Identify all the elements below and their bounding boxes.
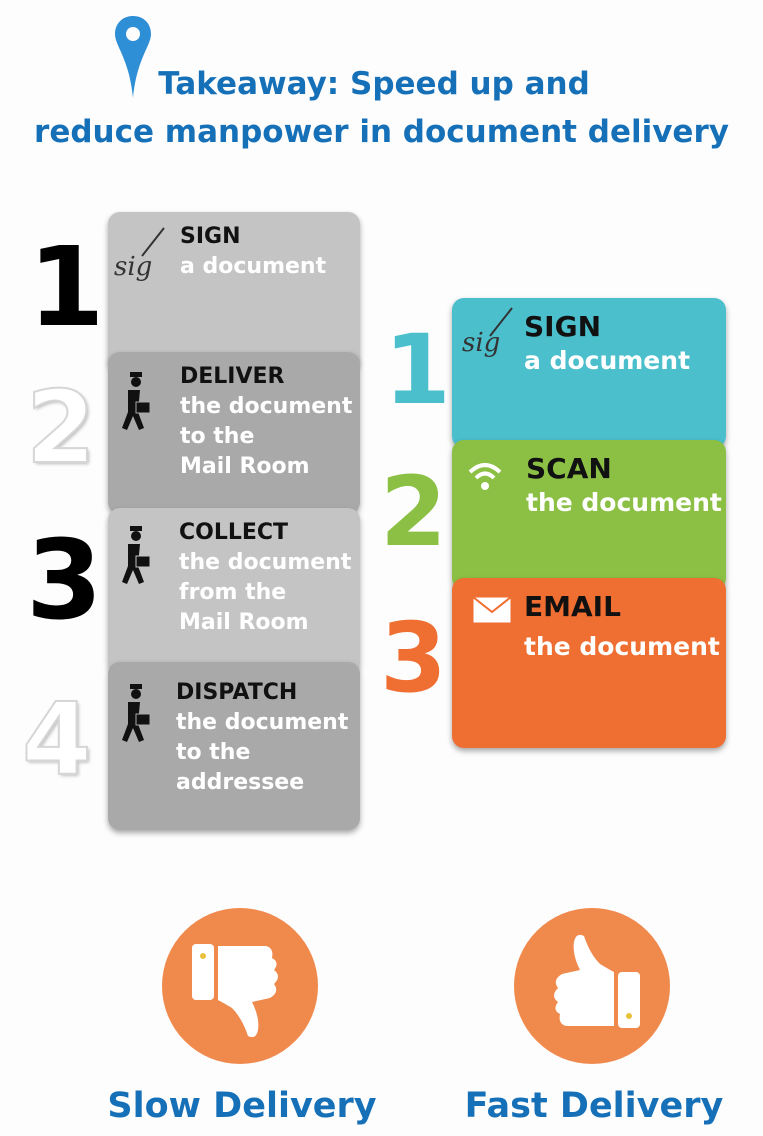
slow-step-sub: a document (180, 254, 327, 279)
thumbs-up-badge (514, 908, 670, 1064)
slow-step-sub: addressee (176, 770, 305, 795)
slow-step-head: SIGN (180, 224, 241, 249)
page-title-line-1: Takeaway: Speed up and (158, 66, 590, 102)
slow-step-number-4: 4 (21, 681, 93, 798)
pen-icon (141, 227, 165, 257)
location-pin-icon (115, 16, 151, 98)
fast-delivery-label: Fast Delivery (464, 1086, 724, 1126)
slow-step-head: DISPATCH (176, 680, 298, 705)
fast-step-card-sign: sig SIGN a document (452, 298, 726, 448)
slow-step-card-collect: COLLECT the document from the Mail Room (108, 508, 360, 674)
wifi-icon (468, 463, 502, 490)
slow-step-head: COLLECT (179, 520, 289, 545)
slow-step-number-2: 2 (25, 369, 97, 486)
slow-step-head: DELIVER (180, 364, 285, 389)
slow-step-sub: Mail Room (179, 610, 309, 635)
envelope-icon (472, 596, 512, 624)
fast-step-card-scan: SCAN the document (452, 440, 726, 590)
fast-step-number-3: 3 (380, 602, 447, 714)
slow-step-sub: from the (179, 580, 287, 605)
fast-step-card-email: EMAIL the document (452, 578, 726, 748)
courier-icon (122, 526, 151, 584)
slow-step-sub: to the (176, 740, 251, 765)
fast-step-head: SIGN (524, 310, 601, 343)
slow-step-sub: the document (176, 710, 349, 735)
slow-step-sub: to the (180, 424, 255, 449)
fast-step-sub: the document (524, 632, 720, 661)
slow-step-card-sign: sig SIGN a document (108, 212, 360, 370)
slow-step-sub: Mail Room (180, 454, 310, 479)
slow-step-sub: the document (179, 550, 352, 575)
slow-step-sub: the document (180, 394, 353, 419)
courier-icon (122, 372, 151, 430)
fast-step-head: SCAN (526, 452, 612, 485)
fast-step-sub: the document (526, 488, 722, 517)
fast-step-head: EMAIL (524, 590, 621, 623)
fast-step-number-1: 1 (384, 314, 451, 426)
thumbs-down-badge (162, 908, 318, 1064)
signature-icon: sig (114, 252, 153, 282)
signature-icon: sig (462, 328, 501, 358)
page-title-line-2: reduce manpower in document delivery (34, 114, 729, 150)
slow-step-card-deliver: DELIVER the document to the Mail Room (108, 352, 360, 514)
slow-step-number-3: 3 (26, 516, 103, 644)
thumbs-up-icon (554, 934, 640, 1028)
thumbs-down-icon (192, 944, 278, 1038)
pen-icon (489, 307, 513, 337)
slow-step-card-dispatch: DISPATCH the document to the addressee (108, 662, 360, 830)
courier-icon (122, 684, 151, 742)
fast-step-sub: a document (524, 346, 691, 375)
fast-step-number-2: 2 (380, 456, 447, 568)
slow-delivery-label: Slow Delivery (107, 1086, 377, 1126)
slow-step-number-1: 1 (28, 223, 105, 351)
